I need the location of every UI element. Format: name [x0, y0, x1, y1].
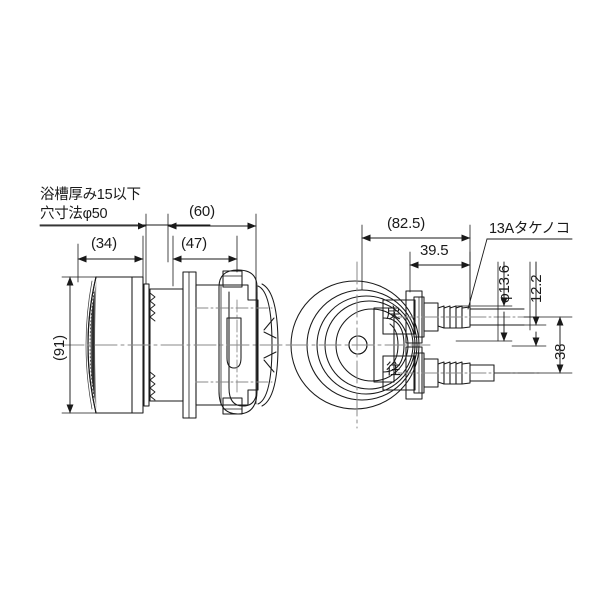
dim-barb-inner-dia: 12.2	[528, 274, 545, 303]
dim-body-depth: (47)	[181, 235, 207, 252]
dim-rear-total: (82.5)	[387, 215, 425, 232]
note-barb-spec: 13Aタケノコ	[489, 221, 570, 237]
dim-port-spacing: 38	[552, 343, 569, 360]
note-hole-size: 穴寸法φ50	[40, 206, 108, 222]
dim-overall-height: (91)	[51, 335, 68, 361]
port-label-return: 戻	[386, 305, 402, 322]
dimension-lines	[39, 213, 573, 414]
dim-cap-depth: (34)	[91, 235, 117, 252]
port-label-supply: 往	[386, 361, 402, 378]
barb-leader	[467, 238, 488, 310]
dim-front-total: (60)	[189, 203, 215, 220]
rear-view	[285, 261, 541, 429]
dim-barb-offset: 39.5	[420, 242, 449, 259]
face-cap	[85, 276, 144, 414]
dim-barb-outer-dia: φ13.6	[496, 265, 513, 303]
geometry-layer	[39, 213, 573, 429]
note-tub-thickness: 浴槽厚み15以下	[40, 187, 141, 203]
side-elevation-view	[61, 269, 287, 419]
